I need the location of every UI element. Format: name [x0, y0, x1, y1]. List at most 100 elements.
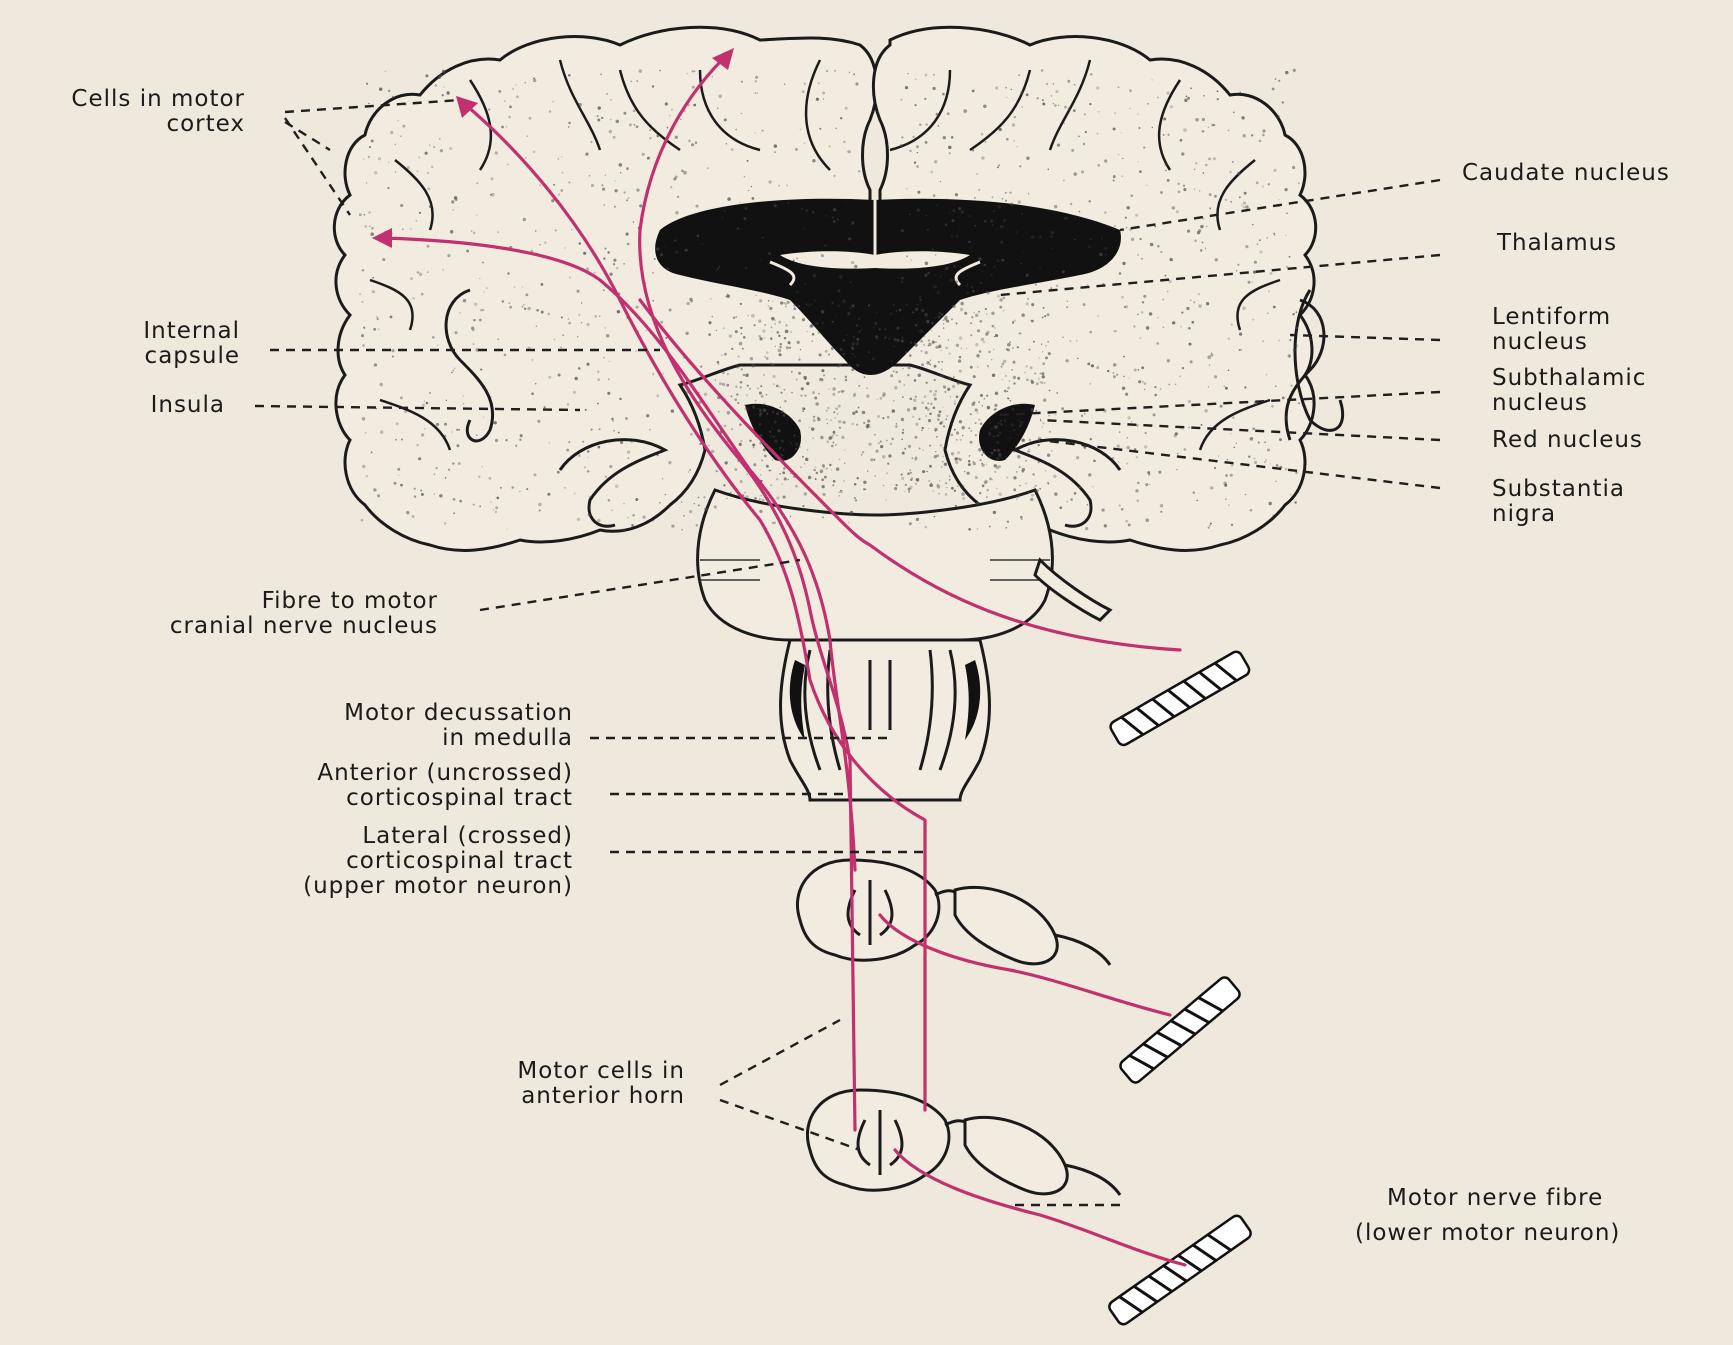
speckle-dot — [755, 295, 756, 296]
speckle-dot — [740, 368, 742, 370]
speckle-dot — [970, 413, 972, 415]
speckle-dot — [964, 312, 967, 315]
speckle-dot — [941, 361, 943, 363]
speckle-dot — [1085, 131, 1087, 133]
speckle-dot — [1200, 249, 1203, 252]
speckle-dot — [666, 267, 668, 269]
speckle-dot — [1074, 172, 1077, 175]
speckle-dot — [1203, 95, 1205, 97]
speckle-dot — [953, 265, 956, 268]
speckle-dot — [846, 335, 847, 336]
speckle-dot — [558, 193, 561, 196]
speckle-dot — [886, 472, 888, 474]
speckle-dot — [811, 427, 814, 430]
speckle-dot — [1253, 457, 1255, 459]
speckle-dot — [970, 322, 972, 324]
speckle-dot — [832, 435, 833, 436]
speckle-dot — [767, 405, 769, 407]
speckle-dot — [858, 170, 860, 172]
speckle-dot — [665, 102, 668, 105]
speckle-dot — [941, 466, 942, 467]
speckle-dot — [373, 328, 376, 331]
speckle-dot — [392, 96, 394, 98]
speckle-dot — [578, 103, 582, 107]
speckle-dot — [1090, 438, 1092, 440]
speckle-dot — [884, 337, 886, 339]
speckle-dot — [909, 397, 912, 400]
speckle-dot — [1126, 206, 1130, 210]
speckle-dot — [426, 245, 429, 248]
speckle-dot — [1042, 102, 1045, 105]
speckle-dot — [1083, 303, 1086, 306]
speckle-dot — [398, 475, 399, 476]
speckle-dot — [619, 398, 622, 401]
speckle-dot — [1087, 504, 1089, 506]
speckle-dot — [748, 190, 749, 191]
speckle-dot — [1163, 134, 1165, 136]
speckle-dot — [612, 420, 614, 422]
speckle-dot — [998, 164, 1000, 166]
speckle-dot — [759, 510, 762, 513]
speckle-dot — [943, 327, 945, 329]
speckle-dot — [1290, 494, 1292, 496]
speckle-dot — [916, 145, 919, 148]
speckle-dot — [535, 230, 536, 231]
speckle-dot — [784, 389, 786, 391]
speckle-dot — [960, 347, 962, 349]
speckle-dot — [1053, 83, 1055, 85]
speckle-dot — [857, 477, 859, 479]
speckle-dot — [586, 363, 589, 366]
speckle-dot — [493, 509, 494, 510]
speckle-dot — [959, 336, 962, 339]
speckle-dot — [758, 335, 761, 338]
speckle-dot — [1096, 86, 1099, 89]
speckle-dot — [1225, 498, 1227, 500]
speckle-dot — [451, 431, 452, 432]
speckle-dot — [1073, 109, 1076, 112]
speckle-dot — [796, 443, 799, 446]
speckle-dot — [401, 438, 403, 440]
speckle-dot — [761, 259, 762, 260]
speckle-dot — [571, 229, 572, 230]
speckle-dot — [1054, 492, 1057, 495]
speckle-dot — [912, 416, 914, 418]
speckle-dot — [727, 293, 729, 295]
speckle-dot — [1116, 373, 1118, 375]
speckle-dot — [1039, 373, 1041, 375]
speckle-dot — [771, 327, 773, 329]
speckle-dot — [1165, 170, 1167, 172]
speckle-dot — [451, 372, 453, 374]
speckle-dot — [561, 172, 563, 174]
speckle-dot — [1183, 128, 1187, 132]
speckle-dot — [813, 274, 816, 277]
speckle-dot — [446, 400, 447, 401]
speckle-dot — [987, 406, 990, 409]
speckle-dot — [1259, 239, 1261, 241]
speckle-dot — [824, 244, 826, 246]
speckle-dot — [1015, 446, 1017, 448]
speckle-dot — [1186, 307, 1189, 310]
speckle-dot — [902, 318, 903, 319]
speckle-dot — [918, 330, 920, 332]
speckle-dot — [812, 333, 815, 336]
speckle-dot — [915, 396, 917, 398]
speckle-dot — [900, 144, 903, 147]
speckle-dot — [1056, 392, 1058, 394]
speckle-dot — [1273, 306, 1276, 309]
speckle-dot — [694, 70, 696, 72]
speckle-dot — [652, 520, 654, 522]
speckle-dot — [815, 402, 819, 406]
speckle-dot — [1160, 504, 1164, 508]
speckle-dot — [760, 474, 761, 475]
speckle-dot — [916, 165, 919, 168]
speckle-dot — [865, 488, 867, 490]
speckle-dot — [837, 289, 840, 292]
speckle-dot — [977, 528, 979, 530]
speckle-dot — [584, 466, 586, 468]
speckle-dot — [940, 374, 944, 378]
speckle-dot — [928, 339, 930, 341]
speckle-dot — [968, 528, 971, 531]
speckle-dot — [1167, 134, 1169, 136]
speckle-dot — [852, 353, 854, 355]
speckle-dot — [978, 419, 980, 421]
